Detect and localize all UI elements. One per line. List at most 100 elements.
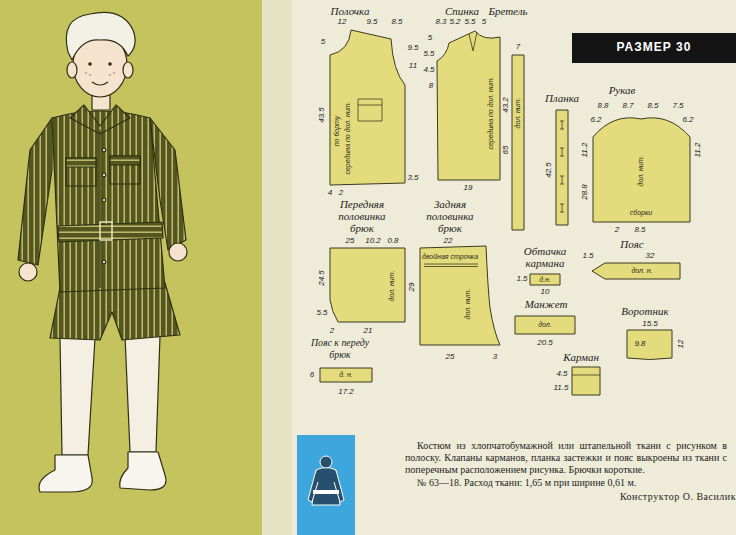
dimension-number: 8.3 <box>435 18 446 26</box>
piece-name: Пояс <box>620 238 643 250</box>
piece-name: Бретель <box>488 5 527 17</box>
thumbnail-box <box>308 470 318 502</box>
dimension-number: 5.5 <box>423 50 434 58</box>
caption-note: № 63—18. Расход ткани: 1,65 м при ширине… <box>417 477 636 489</box>
boy-illustration <box>102 260 106 264</box>
dimension-number: 8 <box>429 82 433 90</box>
grain-note: дол. нит. <box>637 156 645 187</box>
boy-illustration <box>108 62 112 66</box>
dimension-number: 2 <box>615 226 619 234</box>
boy-illustration <box>102 198 106 202</box>
boy-illustration <box>109 74 111 76</box>
boy-illustration <box>100 222 112 240</box>
dimension-number: 19 <box>464 184 473 192</box>
piece-name: Планка <box>545 92 579 104</box>
seam-line <box>469 32 477 51</box>
dimension-number: 6.2 <box>590 116 601 124</box>
dimension-number: 65 <box>502 146 510 155</box>
boy-illustration <box>19 263 37 281</box>
piece-outline <box>488 3 530 231</box>
pattern-piece: Полочкапо бортусередина по дол. нит. <box>318 3 418 189</box>
dimension-number: 1.5 <box>516 275 527 283</box>
piece-name: Рукав <box>609 84 636 96</box>
boy-illustration <box>110 156 140 165</box>
boy-illustration <box>85 72 87 74</box>
grain-note: д. н. <box>339 371 353 379</box>
dimension-number: 15.5 <box>642 320 658 328</box>
dimension-number: 25 <box>346 237 355 245</box>
dimension-number: 24.5 <box>318 270 326 286</box>
size-label: РАЗМЕР 30 <box>617 41 692 54</box>
piece-outline <box>530 274 560 285</box>
dimension-number: 9.5 <box>366 18 377 26</box>
boy-illustration <box>66 12 135 60</box>
seam-line <box>424 264 478 265</box>
seam-line <box>560 121 564 212</box>
pattern-piece: Пояс к переду брюк д. н. <box>303 336 381 386</box>
dimension-number: 43.2 <box>502 97 510 113</box>
dimension-number: 29 <box>408 283 416 292</box>
dimension-number: 8.5 <box>647 102 658 110</box>
dimension-number: 11.2 <box>694 143 702 158</box>
piece-outline <box>627 330 672 360</box>
dimension-number: 0.8 <box>387 237 398 245</box>
dimension-number: 6 <box>310 371 314 379</box>
dimension-number: 8.8 <box>597 102 608 110</box>
dimension-number: 4.5 <box>556 370 567 378</box>
background-panel <box>0 0 262 535</box>
boy-illustration <box>110 156 140 184</box>
dimension-number: 3.5 <box>407 174 418 182</box>
boy-illustration <box>92 82 108 85</box>
grain-note: середина по дол. нит. <box>487 76 495 149</box>
pattern-piece: Планка <box>540 90 585 230</box>
grain-note: двойная строчка <box>422 253 478 261</box>
dimension-number: 28.8 <box>581 184 589 200</box>
pattern-piece: Задняя половинка брюкдвойная строчкадол.… <box>410 196 510 351</box>
dimension-number: 7.5 <box>672 102 683 110</box>
dimension-number: 20.5 <box>537 339 553 347</box>
piece-name: Манжет <box>525 298 568 310</box>
boy-illustration <box>18 12 187 492</box>
pattern-piece: Воротник <box>612 303 687 361</box>
piece-outline <box>320 368 372 382</box>
seam-line <box>358 105 382 106</box>
dimension-number: 8.5 <box>391 18 402 26</box>
piece-name: Задняя половинка брюк <box>418 198 482 234</box>
piece-name: Пояс к переду брюк <box>302 337 378 361</box>
dimension-number: 9.8 <box>634 340 645 348</box>
grain-note: сборки <box>630 209 652 217</box>
piece-name: Обтачка кармана <box>513 245 577 269</box>
piece-name: Полочка <box>331 5 370 17</box>
boy-illustration <box>102 148 106 152</box>
dimension-number: 4.5 <box>423 66 434 74</box>
dimension-number: 5 <box>321 38 325 46</box>
piece-outline <box>330 30 405 185</box>
dimension-number: 6.2 <box>682 116 693 124</box>
boy-illustration <box>66 158 96 186</box>
dimension-number: 10.2 <box>365 237 381 245</box>
grain-note: середина по дол. нит. <box>344 101 352 174</box>
boy-illustration <box>169 243 187 261</box>
thumbnail-box <box>297 435 355 535</box>
thumbnail-box <box>313 490 339 494</box>
piece-name: Спинка <box>445 5 479 17</box>
dimension-number: 43.5 <box>318 107 326 123</box>
boy-illustration <box>58 222 163 242</box>
piece-outline <box>556 110 568 225</box>
dimension-number: 8.5 <box>634 226 645 234</box>
boy-illustration <box>89 74 91 76</box>
dimension-number: 12 <box>338 18 347 26</box>
piece-outline <box>572 367 600 395</box>
piece-outline <box>420 246 500 345</box>
dimension-number: 12 <box>677 340 685 349</box>
dimension-number: 4 <box>328 189 332 197</box>
dimension-number: 32 <box>646 252 655 260</box>
pattern-piece: Манжетдол. <box>510 296 582 338</box>
size-band: РАЗМЕР 30 <box>572 33 736 63</box>
dimension-number: 11 <box>409 62 417 70</box>
thumbnail-box <box>297 435 355 535</box>
pattern-piece: Бретельдол. нит. <box>488 3 530 231</box>
grain-note: дол. н. <box>631 267 652 275</box>
piece-outline <box>330 248 405 322</box>
